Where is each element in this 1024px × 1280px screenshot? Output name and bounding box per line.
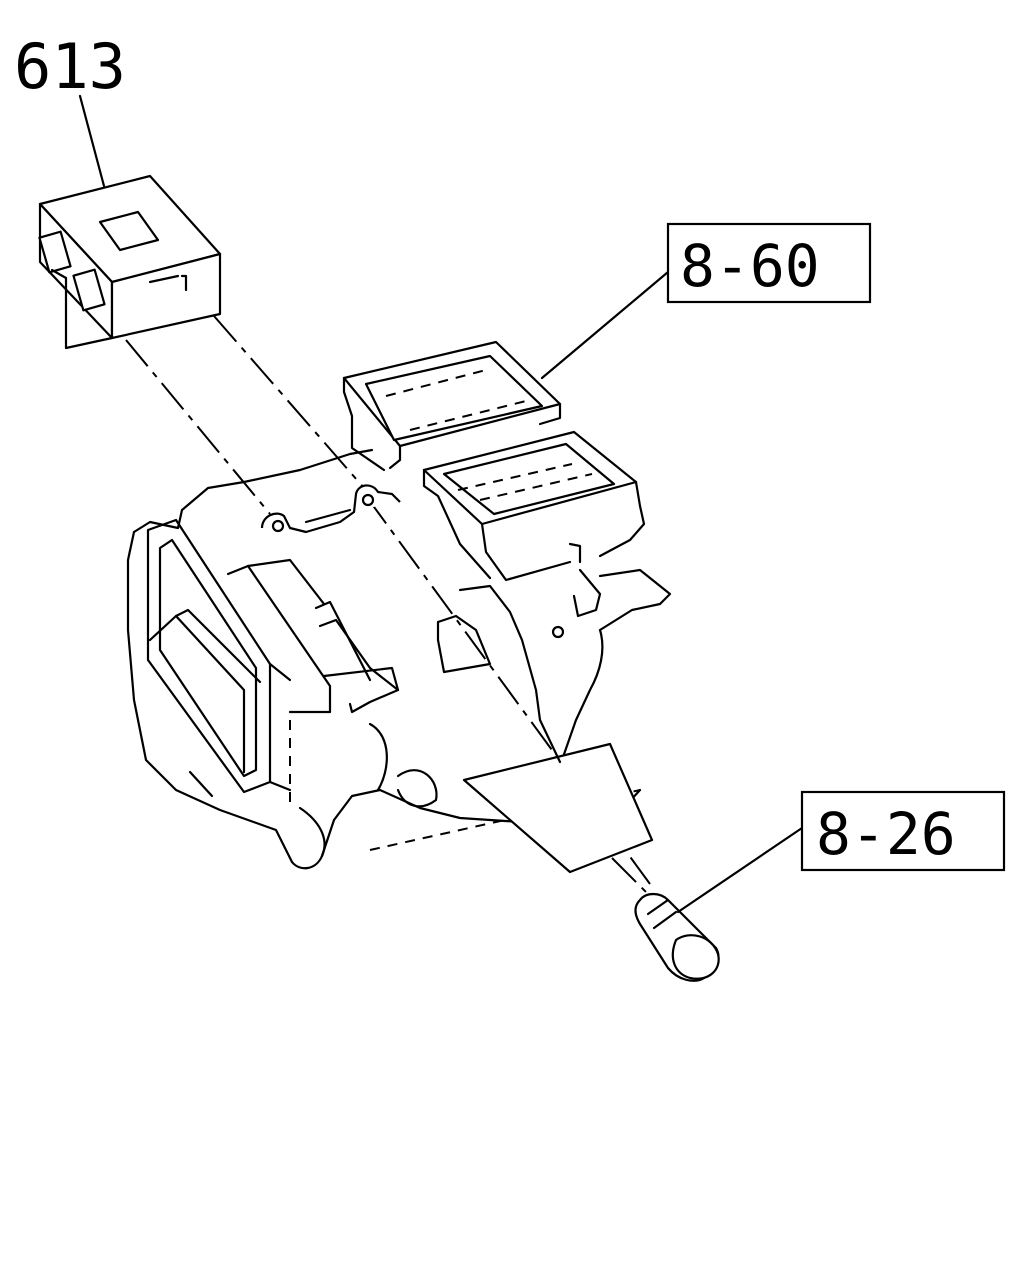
reference-label-8-60[interactable]: 8-60 (680, 232, 820, 300)
install-line-left (125, 339, 271, 515)
install-line-right (213, 315, 365, 489)
leader-line-613 (78, 94, 106, 188)
part-number-613[interactable]: 613 (14, 30, 126, 103)
callout-box-8-60 (666, 222, 872, 304)
leader-line-8-60 (540, 270, 670, 380)
callout-box-8-26 (800, 790, 1006, 872)
resistor-module-drawing (38, 174, 222, 350)
reference-label-8-26[interactable]: 8-26 (816, 800, 956, 868)
heater-unit-drawing (126, 340, 672, 874)
leader-line-8-26 (676, 826, 804, 914)
bolt-drawing (611, 857, 720, 982)
